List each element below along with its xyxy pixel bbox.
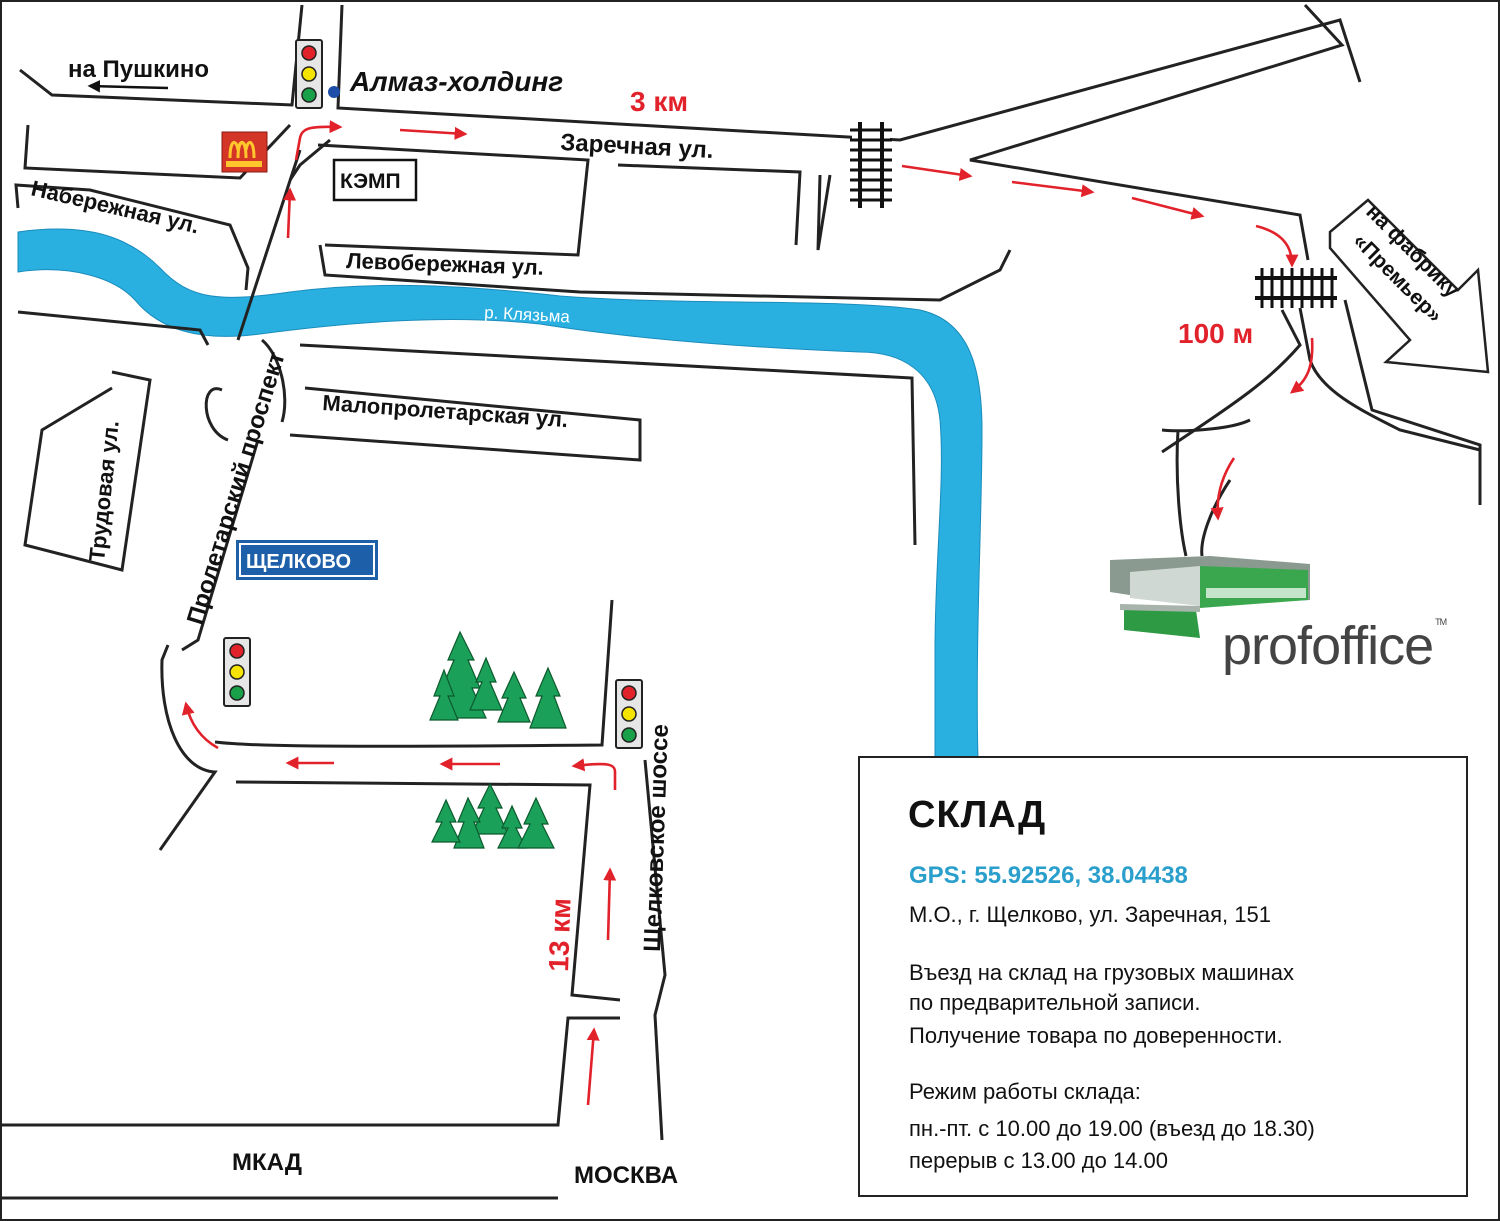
schelkovo-sign-label: ЩЕЛКОВО	[246, 551, 351, 573]
schelkovo-city-sign: ЩЕЛКОВО	[236, 540, 378, 580]
moskva-label: МОСКВА	[574, 1162, 678, 1189]
warehouse-info-panel: СКЛАД GPS: 55.92526, 38.04438 М.О., г. Щ…	[858, 756, 1468, 1197]
railway-crossing-icon	[850, 122, 892, 208]
distance-3km: 3 км	[630, 86, 688, 117]
entry-line-2: по предварительной записи.	[909, 990, 1201, 1015]
tree-icon	[429, 630, 567, 849]
location-dot-icon	[328, 86, 340, 98]
road-network	[2, 3, 1482, 1200]
almaz-label: Алмаз-холдинг	[349, 66, 563, 97]
pushkino-label: на Пушкино	[68, 56, 209, 83]
kemp-label: КЭМП	[340, 170, 401, 193]
river-label: р. Клязьма	[484, 303, 571, 326]
entry-line-3: Получение товара по доверенности.	[909, 1023, 1283, 1048]
factory-direction-arrow	[1328, 198, 1490, 374]
mkad-label: МКАД	[232, 1149, 302, 1176]
hours-title: Режим работы склада:	[909, 1079, 1141, 1104]
railway-crossing-icon	[1255, 268, 1337, 308]
address: М.О., г. Щелково, ул. Заречная, 151	[909, 902, 1271, 927]
maloproletarskaya-label: Малопролетарская ул.	[322, 390, 569, 432]
route-arrows	[181, 120, 1314, 1106]
hours-line-2: перерыв с 13.00 до 14.00	[909, 1148, 1168, 1173]
warehouse-building-icon	[1110, 556, 1310, 638]
traffic-light-icon	[295, 39, 323, 109]
hours-line-1: пн.-пт. с 10.00 до 19.00 (въезд до 18.30…	[909, 1116, 1315, 1141]
distance-13km: 13 км	[543, 898, 577, 973]
entry-line-1: Въезд на склад на грузовых машинах	[909, 960, 1294, 985]
traffic-light-icon	[223, 637, 251, 707]
gps-coordinates: GPS: 55.92526, 38.04438	[909, 862, 1188, 889]
trudovaya-label: Трудовая ул.	[84, 419, 124, 562]
schelkovskoe-label: Щелковское шоссе	[639, 724, 674, 952]
info-title: СКЛАД	[908, 794, 1047, 836]
mcdonalds-logo-icon	[221, 131, 268, 173]
traffic-light-icon	[615, 679, 643, 749]
proletarsky-label: Пролетарский проспект	[182, 348, 291, 627]
distance-100m: 100 м	[1178, 318, 1253, 349]
river-klyazma	[17, 228, 983, 766]
